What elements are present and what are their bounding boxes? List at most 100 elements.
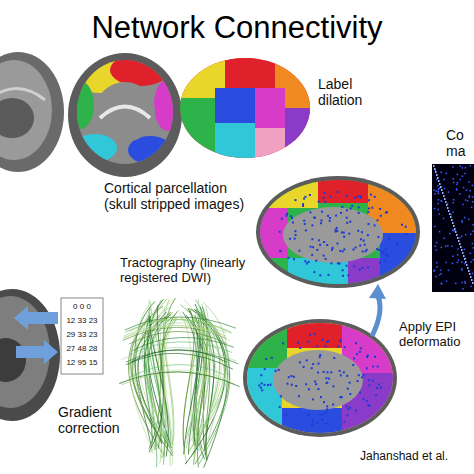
dot (343, 232, 345, 234)
dot (358, 374, 360, 376)
matrix-cell (448, 270, 450, 272)
dot (376, 387, 378, 389)
dot (290, 215, 292, 217)
dot (360, 238, 362, 240)
dot (362, 398, 364, 400)
dot (375, 394, 377, 396)
dot (311, 424, 313, 426)
dot (315, 383, 317, 385)
matrix-cell (441, 283, 443, 285)
dot (341, 206, 343, 208)
matrix-cell (460, 165, 462, 167)
matrix-diagonal (469, 273, 471, 275)
dot (324, 192, 326, 194)
dot (340, 340, 342, 342)
dot (342, 269, 344, 271)
matrix-cell (461, 261, 463, 263)
dot (303, 366, 305, 368)
dot (328, 378, 330, 380)
dot (357, 230, 359, 232)
matrix-cell (467, 200, 469, 202)
matrix-cell (438, 193, 440, 195)
matrix-cell (435, 190, 437, 192)
matrix-cell (438, 213, 440, 215)
matrix-diagonal (452, 222, 454, 224)
matrix-cell (437, 191, 439, 193)
matrix-cell (465, 234, 467, 236)
dot (349, 393, 351, 395)
matrix-diagonal (438, 180, 440, 182)
dot (316, 345, 318, 347)
matrix-cell (464, 249, 466, 251)
matrix-cell (462, 204, 464, 206)
dot (332, 404, 334, 406)
matrix-cell (457, 182, 459, 184)
dot (312, 424, 314, 426)
dot (335, 215, 337, 217)
dot (366, 367, 368, 369)
fiber (132, 337, 234, 350)
dot (325, 258, 327, 260)
matrix-cell (472, 201, 474, 203)
dot (287, 257, 289, 259)
dot (288, 376, 290, 378)
dot (376, 248, 378, 250)
dot (355, 342, 357, 344)
matrix-cell (452, 256, 454, 258)
dot (342, 250, 344, 252)
dot (347, 408, 349, 410)
dot (368, 208, 370, 210)
table-cell: 12 33 23 (62, 316, 102, 325)
matrix-cell (455, 283, 457, 285)
dot (355, 247, 357, 249)
matrix-cell (468, 219, 470, 221)
matrix-diagonal (451, 219, 453, 221)
matrix-cell (465, 167, 467, 169)
matrix-cell (464, 217, 466, 219)
dot (368, 405, 370, 407)
dot (346, 375, 348, 377)
matrix-cell (461, 282, 463, 284)
dot (302, 205, 304, 207)
step-label: Gradient correction (58, 404, 130, 436)
matrix-cell (453, 182, 455, 184)
dot (294, 230, 296, 232)
matrix-diagonal (470, 276, 472, 278)
dot (305, 229, 307, 231)
dot (328, 274, 330, 276)
dot (368, 379, 370, 381)
dot (344, 346, 346, 348)
matrix-diagonal (457, 237, 459, 239)
matrix-cell (436, 266, 438, 268)
dot (317, 372, 319, 374)
matrix-cell (436, 249, 438, 251)
citation: Jahanshad et al. (360, 450, 472, 464)
dot (293, 258, 295, 260)
dot (350, 207, 352, 209)
matrix-cells (433, 165, 474, 290)
registered-labels-brain (256, 176, 420, 288)
dot (318, 363, 320, 365)
matrix-cell (445, 246, 447, 248)
dot (340, 374, 342, 376)
matrix-cell (441, 283, 443, 285)
matrix-cell (472, 243, 474, 245)
dot (366, 249, 368, 251)
dot (378, 383, 380, 385)
matrix-diagonal (441, 189, 443, 191)
matrix-cell (462, 176, 464, 178)
matrix-cell (434, 246, 436, 248)
dot (279, 250, 281, 252)
dot (314, 381, 316, 383)
dot (264, 368, 266, 370)
fiber-endpoints (258, 333, 382, 426)
dot (286, 213, 288, 215)
matrix-cell (450, 214, 452, 216)
matrix-cell (472, 196, 474, 198)
matrix-cell (462, 220, 464, 222)
dot (352, 364, 354, 366)
dot (329, 220, 331, 222)
fiber (119, 372, 239, 387)
connectivity-matrix (432, 164, 474, 292)
parcellation-brain (66, 53, 182, 177)
